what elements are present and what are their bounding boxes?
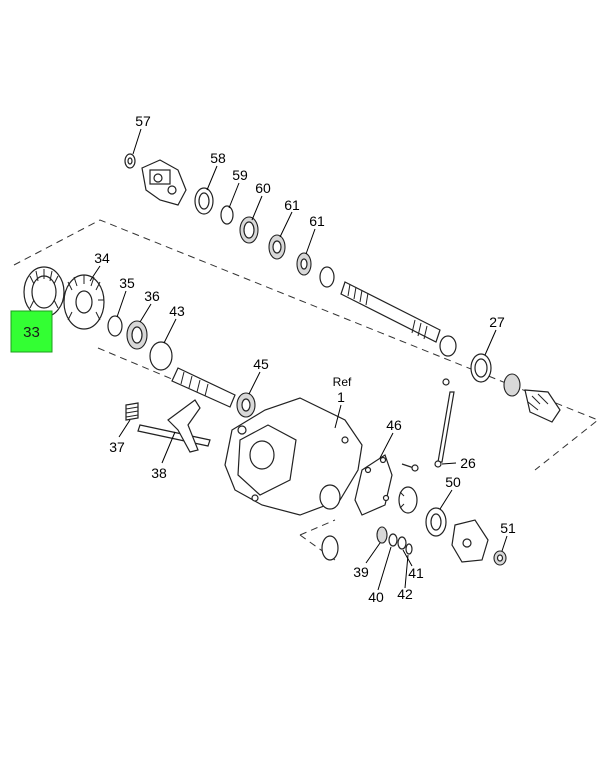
lower-flange[interactable] (451, 519, 489, 563)
callout-46[interactable]: 46 (386, 417, 402, 433)
part-61-bearing-cone-b[interactable] (296, 252, 312, 276)
callout-59[interactable]: 59 (232, 167, 248, 183)
callout-27[interactable]: 27 (489, 314, 505, 330)
right-gear-bearing[interactable] (503, 373, 561, 423)
input-shaft[interactable] (171, 367, 236, 408)
callout-1[interactable]: 1 (337, 389, 345, 405)
part-27-bearing-cup[interactable] (470, 353, 492, 383)
part-58-seal[interactable] (194, 187, 214, 215)
part-43-oring[interactable] (149, 341, 173, 371)
lower-ring-gear[interactable] (398, 486, 418, 514)
part-60-bearing[interactable] (239, 216, 259, 244)
part-51-nut[interactable] (493, 550, 507, 566)
callout-labels: 57 58 59 60 61 61 34 35 36 43 27 45 37 3… (94, 113, 516, 605)
callout-41[interactable]: 41 (408, 565, 424, 581)
cover-bolt[interactable] (401, 463, 419, 472)
upper-yoke-flange[interactable] (141, 159, 187, 206)
callout-43[interactable]: 43 (169, 303, 185, 319)
callout-40[interactable]: 40 (368, 589, 384, 605)
part-36-bearing[interactable] (126, 320, 148, 350)
callout-26[interactable]: 26 (460, 455, 476, 471)
part-59-snap-ring[interactable] (220, 205, 234, 225)
lower-dust-cover[interactable] (321, 535, 339, 561)
part-38-shift-fork[interactable] (137, 399, 211, 453)
callout-60[interactable]: 60 (255, 180, 271, 196)
callout-61-b[interactable]: 61 (309, 213, 325, 229)
part-35-washer[interactable] (107, 315, 123, 337)
highlight-box (10, 310, 53, 353)
callout-33: 33 (23, 324, 40, 341)
part-42-pin[interactable] (405, 543, 413, 555)
callout-34[interactable]: 34 (94, 250, 110, 266)
upper-ring[interactable] (319, 266, 335, 288)
callout-61-a[interactable]: 61 (284, 197, 300, 213)
leader-lines (89, 128, 508, 591)
part-40-washer[interactable] (388, 533, 398, 547)
part-26-rod[interactable] (434, 378, 455, 468)
callout-57[interactable]: 57 (135, 113, 151, 129)
callout-58[interactable]: 58 (210, 150, 226, 166)
part-57-washer[interactable] (124, 153, 136, 169)
callout-51[interactable]: 51 (500, 520, 516, 536)
output-shaft[interactable] (340, 281, 457, 357)
callout-35[interactable]: 35 (119, 275, 135, 291)
callout-38[interactable]: 38 (151, 465, 167, 481)
part-37-spring[interactable] (125, 402, 139, 421)
part-50-seal[interactable] (425, 507, 447, 537)
callout-37[interactable]: 37 (109, 439, 125, 455)
part-46-cover-plate[interactable] (354, 454, 393, 516)
part-34-gear[interactable] (63, 274, 105, 330)
part-61-bearing-cone-a[interactable] (268, 234, 286, 260)
callout-39[interactable]: 39 (353, 564, 369, 580)
part-41-clip[interactable] (397, 536, 407, 550)
part-39-gear[interactable] (376, 526, 388, 544)
part-33-gear[interactable] (23, 266, 65, 318)
part-45-bearing[interactable] (236, 392, 256, 418)
part-33-highlight-box[interactable]: 33 (10, 310, 53, 353)
callout-42[interactable]: 42 (397, 586, 413, 602)
callout-45[interactable]: 45 (253, 356, 269, 372)
callout-ref: Ref (333, 375, 352, 389)
part-1-housing[interactable] (224, 397, 363, 516)
callout-50[interactable]: 50 (445, 474, 461, 490)
callout-36[interactable]: 36 (144, 288, 160, 304)
